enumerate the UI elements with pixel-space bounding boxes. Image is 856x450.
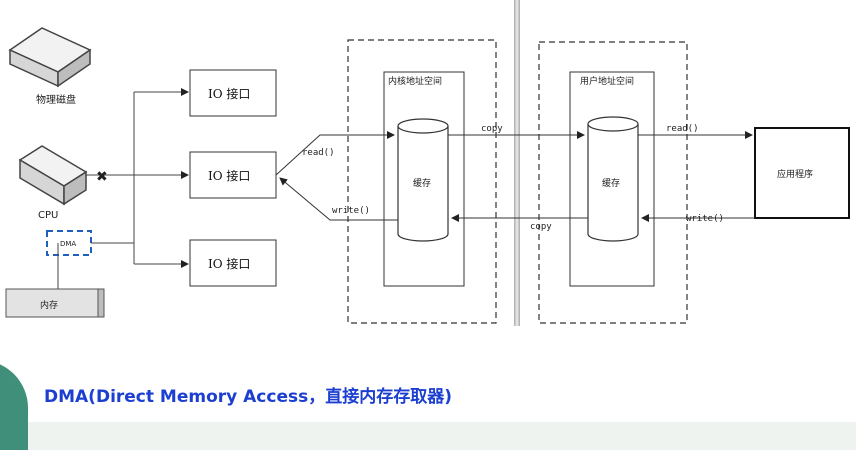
user-space-outer bbox=[538, 41, 688, 324]
physical-disk-icon bbox=[8, 27, 92, 88]
io-to-kernel-arrow bbox=[275, 131, 395, 176]
cpu-icon bbox=[18, 145, 88, 206]
io-interface-1-label: IO 接口 bbox=[208, 86, 250, 101]
kernel-space-outer bbox=[347, 39, 497, 324]
memory-label: 内存 bbox=[40, 299, 58, 311]
kernel-buffer-label: 缓存 bbox=[413, 177, 431, 189]
dma-label: DMA bbox=[60, 240, 76, 248]
space-divider-highlight bbox=[515, 0, 519, 326]
kernel-to-user-label: copy bbox=[481, 124, 503, 134]
kernel-buffer-cylinder bbox=[397, 118, 449, 242]
kernel-to-io-label: write() bbox=[332, 206, 370, 216]
io-interface-3 bbox=[189, 239, 277, 287]
user-buffer-label: 缓存 bbox=[602, 177, 620, 189]
application-box bbox=[754, 127, 850, 219]
user-to-app-label: read() bbox=[666, 124, 699, 134]
io-to-kernel-label: read() bbox=[302, 148, 335, 158]
io-interface-2 bbox=[189, 151, 277, 199]
kernel-to-io-arrow bbox=[279, 177, 398, 221]
physical-disk-label: 物理磁盘 bbox=[36, 93, 76, 106]
application-label: 应用程序 bbox=[777, 168, 813, 180]
io-interface-2-label: IO 接口 bbox=[208, 168, 250, 183]
app-to-user-label: write() bbox=[686, 214, 724, 224]
blocked-x-icon: ✖ bbox=[96, 169, 108, 185]
dma-diagram: 物理磁盘 CPU ✖ DMA 内存 IO 接口 IO 接口 IO 接口 内核地址… bbox=[5, 0, 850, 326]
io-interface-3-label: IO 接口 bbox=[208, 256, 250, 271]
io-interface-1 bbox=[189, 69, 277, 117]
user-space-box bbox=[569, 71, 655, 287]
user-buffer-cylinder bbox=[587, 116, 639, 242]
user-space-title: 用户地址空间 bbox=[580, 75, 634, 87]
cpu-label: CPU bbox=[38, 210, 58, 221]
user-to-kernel-label: copy bbox=[530, 222, 552, 232]
memory-icon bbox=[5, 288, 105, 318]
dma-caption: DMA(Direct Memory Access，直接内存存取器) bbox=[44, 387, 452, 407]
kernel-space-title: 内核地址空间 bbox=[388, 75, 442, 87]
